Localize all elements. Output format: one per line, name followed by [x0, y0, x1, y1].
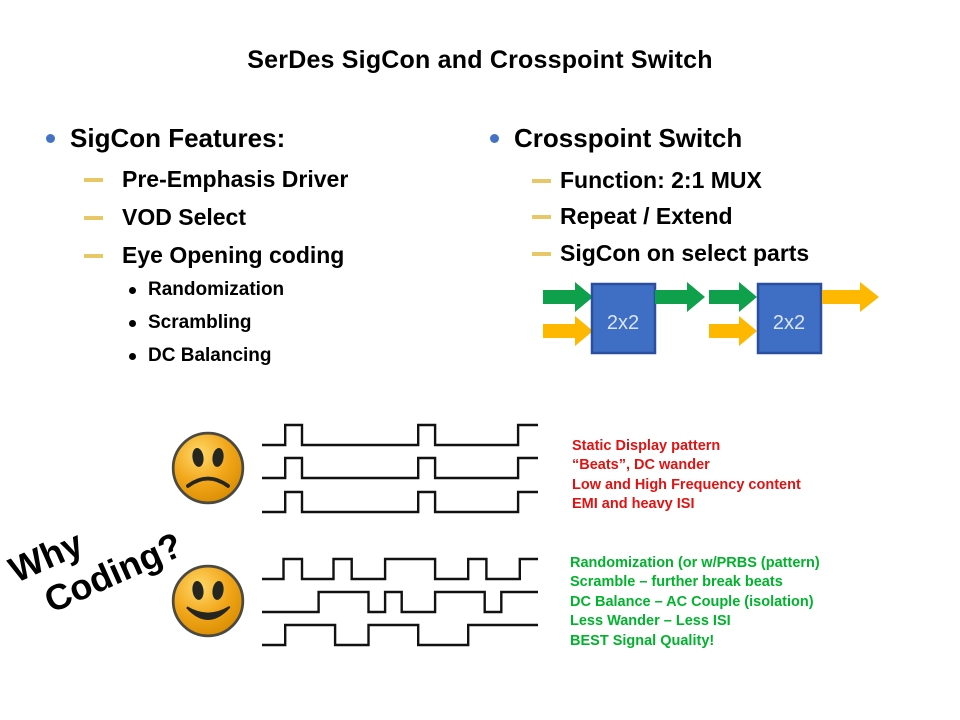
note-line: Randomization (or w/PRBS (pattern): [570, 555, 820, 571]
list-item-label: Eye Opening coding: [122, 242, 345, 268]
bullet-icon: [129, 320, 136, 327]
list-item: Function: 2:1 MUX: [532, 167, 762, 194]
list-item: Repeat / Extend: [532, 203, 733, 230]
coded-waveform-row: [262, 623, 538, 647]
static-waveform-row: [262, 423, 538, 447]
list-item-label: VOD Select: [122, 204, 246, 230]
green-input-arrow-icon: [543, 282, 593, 312]
coded-pattern-notes: Randomization (or w/PRBS (pattern) Scram…: [570, 554, 820, 651]
slide-title: SerDes SigCon and Crosspoint Switch: [247, 46, 713, 74]
list-item-label: SigCon on select parts: [560, 240, 810, 266]
yellow-input-arrow-icon: [543, 316, 593, 346]
dash-bullet-icon: [84, 178, 103, 182]
mux-box-1-label: 2x2: [607, 312, 639, 334]
note-line: Static Display pattern: [572, 438, 721, 454]
list-item-label: Function: 2:1 MUX: [560, 167, 762, 193]
list-item-label: DC Balancing: [148, 345, 272, 366]
note-line: BEST Signal Quality!: [570, 632, 715, 649]
green-input-arrow-icon: [709, 282, 757, 312]
list-item: Pre-Emphasis Driver: [84, 166, 348, 193]
coded-waveform-row: [262, 557, 538, 581]
list-item: Randomization: [129, 279, 284, 301]
bullet-icon: [129, 353, 136, 360]
note-line: Low and High Frequency content: [572, 476, 801, 493]
static-waveform-row: [262, 490, 538, 514]
mux-box-1: [590, 282, 657, 355]
dash-bullet-icon: [532, 252, 551, 256]
dash-bullet-icon: [532, 215, 551, 219]
sad-smiley-icon: [171, 431, 245, 505]
happy-smiley-icon: [171, 564, 245, 638]
dash-bullet-icon: [532, 179, 551, 183]
list-item: SigCon on select parts: [532, 240, 809, 267]
mux-box-2-label: 2x2: [773, 312, 805, 334]
list-item: DC Balancing: [129, 345, 272, 367]
bullet-icon: [46, 134, 55, 143]
right-list-heading-row: Crosspoint Switch: [490, 123, 742, 154]
list-item-label: Scrambling: [148, 312, 252, 333]
static-waveform-row: [262, 456, 538, 480]
yellow-input-arrow-icon: [709, 316, 757, 346]
bullet-icon: [490, 134, 499, 143]
green-output-arrow-icon: [655, 282, 705, 312]
left-list-heading: SigCon Features:: [70, 123, 286, 153]
note-line: DC Balance – AC Couple (isolation): [570, 593, 814, 610]
note-line: EMI and heavy ISI: [572, 496, 695, 513]
list-item: VOD Select: [84, 204, 246, 231]
mux-box-2: [756, 282, 823, 355]
static-pattern-notes: Static Display pattern “Beats”, DC wande…: [572, 437, 801, 515]
note-line: Scramble – further break beats: [570, 574, 783, 591]
list-item-label: Randomization: [148, 279, 285, 300]
coded-waveform-row: [262, 590, 538, 614]
crosspoint-mux-diagram: 2x2 2x2: [543, 282, 879, 355]
yellow-output-arrow-icon: [822, 282, 879, 312]
list-item: Scrambling: [129, 312, 251, 334]
list-item: Eye Opening coding: [84, 242, 344, 269]
list-item-label: Repeat / Extend: [560, 203, 733, 229]
bullet-icon: [129, 287, 136, 294]
note-line: “Beats”, DC wander: [572, 457, 710, 474]
right-list-heading: Crosspoint Switch: [514, 123, 743, 153]
note-line: Less Wander – Less ISI: [570, 613, 731, 630]
dash-bullet-icon: [84, 254, 103, 258]
list-item-label: Pre-Emphasis Driver: [122, 166, 349, 192]
dash-bullet-icon: [84, 216, 103, 220]
left-list-heading-row: SigCon Features:: [46, 123, 285, 154]
